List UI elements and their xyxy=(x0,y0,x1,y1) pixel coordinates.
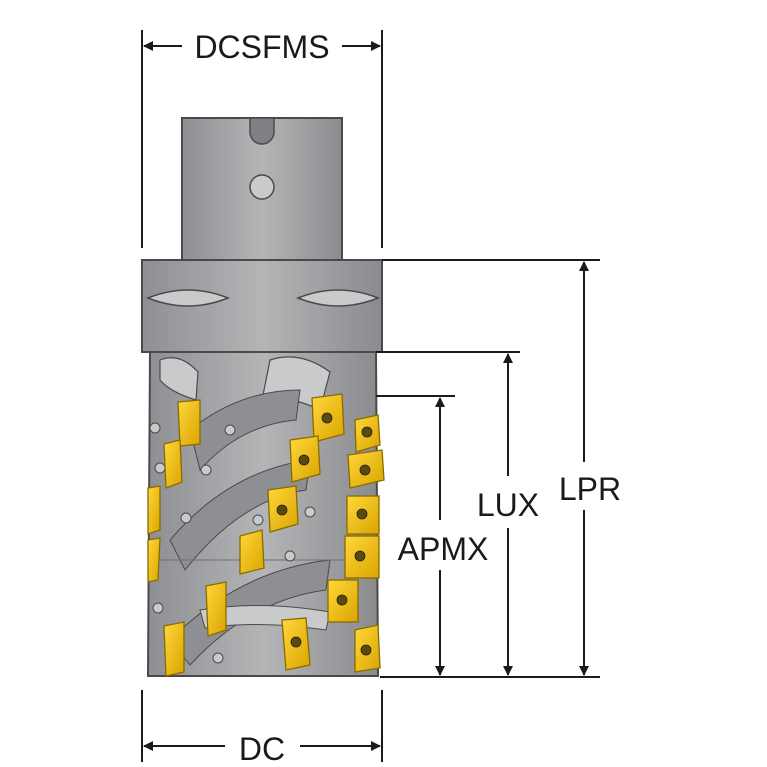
dc-label: DC xyxy=(239,731,285,767)
drive-slot xyxy=(249,117,275,145)
collar-slot-left xyxy=(145,289,231,307)
flute-groove-1 xyxy=(189,389,301,472)
dimension-lines xyxy=(141,30,600,762)
insert-screws xyxy=(276,412,373,656)
lux-label: LUX xyxy=(477,487,539,523)
flute-groove-2 xyxy=(169,459,311,571)
dcsfms-label: DCSFMS xyxy=(194,29,329,65)
shank xyxy=(181,117,343,261)
collar xyxy=(141,259,383,353)
lpr-label: LPR xyxy=(559,471,621,507)
apmx-label: APMX xyxy=(398,531,489,567)
coolant-hole xyxy=(249,174,275,200)
collar-slot-right xyxy=(295,289,381,307)
